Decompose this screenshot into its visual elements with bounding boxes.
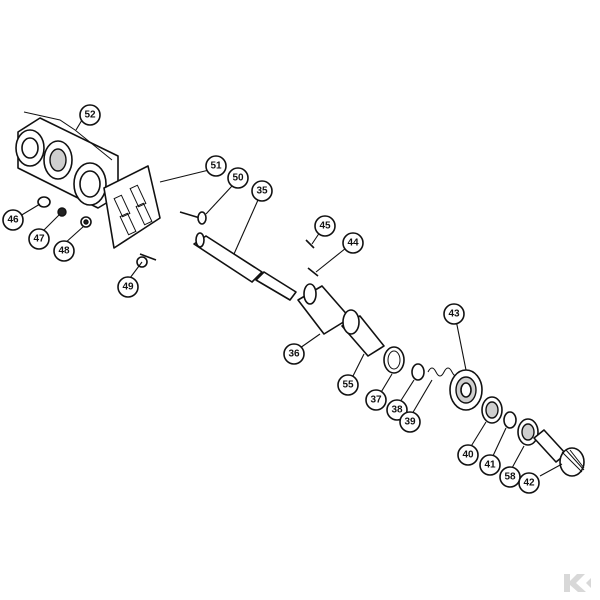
part-38-washer <box>411 363 425 381</box>
part-46-nut <box>37 196 51 208</box>
svg-text:44: 44 <box>347 238 359 249</box>
callout-49: 49 <box>117 276 139 298</box>
part-58-bearing <box>517 418 539 446</box>
callout-52: 52 <box>79 104 101 126</box>
brand-k-icon <box>564 574 591 592</box>
callout-42: 42 <box>518 472 540 494</box>
callout-labels: 52 51 50 35 46 47 48 49 45 44 43 <box>2 104 540 494</box>
callout-45: 45 <box>314 215 336 237</box>
svg-text:55: 55 <box>342 380 354 391</box>
callout-47: 47 <box>28 228 50 250</box>
svg-text:52: 52 <box>84 110 96 121</box>
part-35-shaft <box>193 232 297 301</box>
part-45-pin <box>305 239 315 249</box>
callout-39: 39 <box>399 411 421 433</box>
part-52-flange-housing <box>15 111 119 209</box>
svg-text:41: 41 <box>484 460 496 471</box>
callout-58: 58 <box>499 466 521 488</box>
svg-text:51: 51 <box>210 161 222 172</box>
part-55-tube <box>341 309 385 357</box>
callout-48: 48 <box>53 240 75 262</box>
callout-41: 41 <box>479 454 501 476</box>
svg-text:48: 48 <box>58 246 70 257</box>
svg-text:39: 39 <box>404 417 416 428</box>
part-41-ring <box>503 411 517 429</box>
callout-46: 46 <box>2 209 24 231</box>
leader-lines <box>19 119 563 477</box>
svg-text:49: 49 <box>122 282 134 293</box>
svg-text:42: 42 <box>523 478 535 489</box>
svg-text:40: 40 <box>462 450 474 461</box>
svg-text:37: 37 <box>370 395 382 406</box>
parts-drawing <box>15 111 585 477</box>
callout-36: 36 <box>283 343 305 365</box>
svg-text:58: 58 <box>504 472 516 483</box>
svg-text:47: 47 <box>33 234 45 245</box>
callout-35: 35 <box>251 180 273 202</box>
svg-text:46: 46 <box>7 215 19 226</box>
callout-44: 44 <box>342 232 364 254</box>
svg-text:38: 38 <box>391 405 403 416</box>
part-50-bolt <box>179 211 207 225</box>
svg-text:50: 50 <box>232 173 244 184</box>
callout-43: 43 <box>443 303 465 325</box>
svg-text:35: 35 <box>256 186 268 197</box>
callout-55: 55 <box>337 374 359 396</box>
part-51-mounting-plate <box>103 165 161 249</box>
callout-40: 40 <box>457 444 479 466</box>
part-42-pinion <box>533 429 585 477</box>
callout-37: 37 <box>365 389 387 411</box>
part-48-washer <box>80 216 92 228</box>
svg-text:36: 36 <box>288 349 300 360</box>
svg-text:45: 45 <box>319 221 331 232</box>
part-40-bearing <box>481 396 503 424</box>
svg-text:43: 43 <box>448 309 460 320</box>
part-43-clutch-hub <box>449 369 483 411</box>
part-44-pin <box>307 267 319 277</box>
part-37-snap-ring <box>383 346 405 374</box>
callout-51: 51 <box>205 155 227 177</box>
part-36-coupling <box>297 283 351 335</box>
callout-50: 50 <box>227 167 249 189</box>
